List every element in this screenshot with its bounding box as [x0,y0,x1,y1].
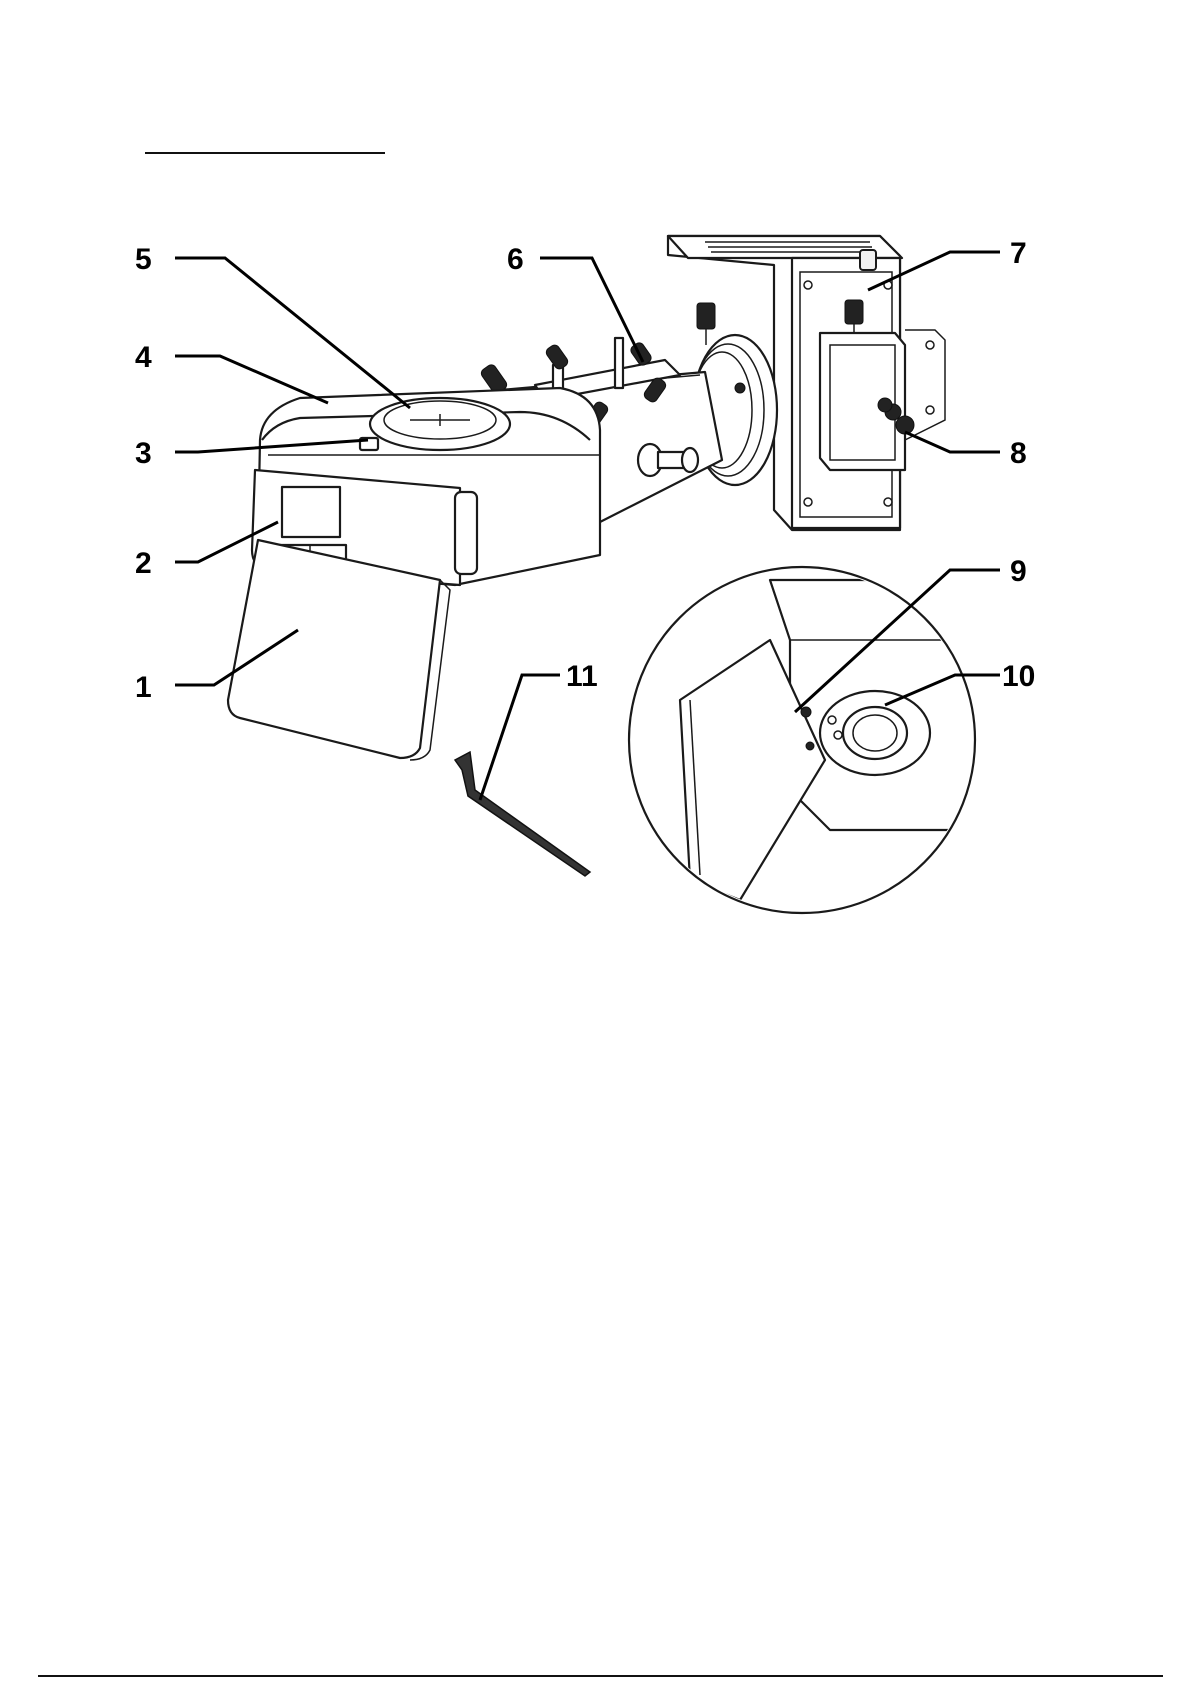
callout-10: 10 [1002,660,1035,693]
callout-8: 8 [1010,437,1027,470]
callout-9: 9 [1010,555,1027,588]
callout-4: 4 [135,341,152,374]
callout-3: 3 [135,437,152,470]
detail-inset [629,567,975,913]
callout-6: 6 [507,243,524,276]
page-footer-rule [38,1675,1163,1677]
hex-key [455,752,590,876]
callout-7: 7 [1010,237,1027,270]
callout-1: 1 [135,671,152,704]
callout-2: 2 [135,547,152,580]
callout-5: 5 [135,243,152,276]
callout-11: 11 [566,660,598,693]
